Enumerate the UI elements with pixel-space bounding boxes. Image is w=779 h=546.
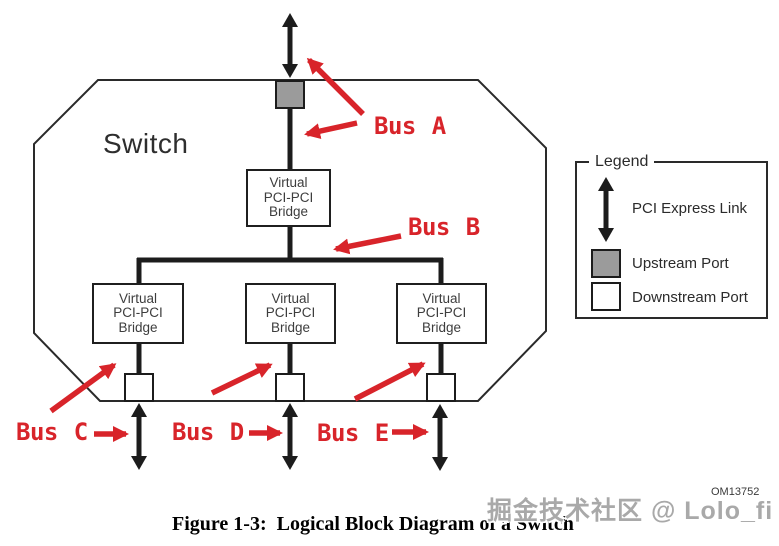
legend-downstream-port-square <box>591 282 621 311</box>
virtual-bridge-upstream: Virtual PCI-PCI Bridge <box>246 169 331 227</box>
bus-a-label: Bus A <box>374 112 446 140</box>
bus-b-callout-arrow <box>333 233 402 255</box>
bus-e-diagonal-arrow <box>353 361 426 402</box>
bus-d-diagonal-arrow <box>210 362 273 396</box>
bus-a-callout-arrow-lower <box>304 120 358 140</box>
bus-b-label: Bus B <box>408 213 480 241</box>
virtual-bridge-downstream-right: Virtual PCI-PCI Bridge <box>396 283 487 344</box>
bus-c-diagonal-arrow <box>49 362 117 414</box>
downstream-port-square-right <box>426 373 456 402</box>
legend-label-pci-express-link: PCI Express Link <box>632 200 748 217</box>
pci-express-link-arrow-top <box>282 13 298 78</box>
pci-express-link-arrow-bottom-right <box>432 404 448 471</box>
switch-outline-octagon <box>33 79 547 402</box>
upstream-port-square <box>275 80 305 109</box>
legend-upstream-port-square <box>591 249 621 278</box>
drawing-number: OM13752 <box>711 486 760 498</box>
bus-d-label: Bus D <box>172 418 244 446</box>
legend-title: Legend <box>589 153 655 171</box>
downstream-port-square-middle <box>275 373 305 402</box>
switch-label: Switch <box>103 128 189 159</box>
virtual-bridge-downstream-left: Virtual PCI-PCI Bridge <box>92 283 184 344</box>
virtual-bridge-downstream-middle: Virtual PCI-PCI Bridge <box>245 283 336 344</box>
legend-pci-express-link-arrow <box>598 177 614 242</box>
figure-caption: Figure 1-3: Logical Block Diagram of a S… <box>172 513 574 535</box>
legend-label-upstream-port: Upstream Port <box>632 255 729 272</box>
downstream-port-square-left <box>124 373 154 402</box>
legend-box: Legend <box>575 153 768 319</box>
pci-express-link-arrow-bottom-left <box>131 403 147 470</box>
bus-a-callout-arrow-upper <box>306 57 365 116</box>
bus-e-label: Bus E <box>317 419 389 447</box>
pci-express-link-arrow-bottom-middle <box>282 403 298 470</box>
site-watermark: 掘金技术社区 @ Lolo_fi <box>487 497 774 525</box>
legend-label-downstream-port: Downstream Port <box>632 289 748 306</box>
bus-c-label: Bus C <box>16 418 88 446</box>
